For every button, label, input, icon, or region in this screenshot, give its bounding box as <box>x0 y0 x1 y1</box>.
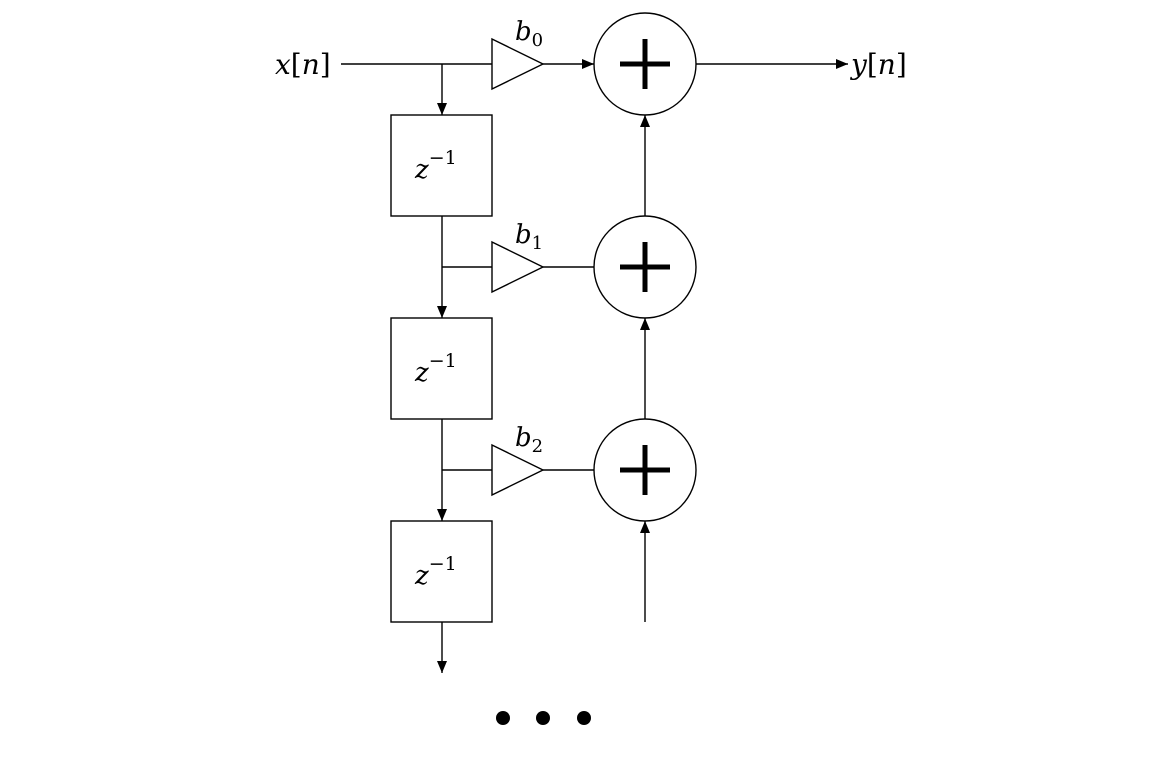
svg-text:b0: b0 <box>515 17 543 51</box>
svg-text:b2: b2 <box>515 423 543 457</box>
adder-1 <box>593 215 697 319</box>
svg-text:z−1: z−1 <box>414 147 457 185</box>
delay-block-2: z−1 <box>390 317 493 420</box>
svg-text:z−1: z−1 <box>414 350 457 388</box>
delay-block-1: z−1 <box>390 114 493 217</box>
adder-0 <box>593 12 697 116</box>
output-label: y[n] <box>849 48 907 81</box>
continuation-ellipsis <box>496 711 591 725</box>
gain-b2: b2 <box>491 423 545 497</box>
gain-b1: b1 <box>491 220 545 294</box>
input-label: x[n] <box>275 48 331 81</box>
svg-text:z−1: z−1 <box>414 553 457 591</box>
svg-text:b1: b1 <box>515 220 543 254</box>
gain-b0: b0 <box>491 17 545 91</box>
adder-2 <box>593 418 697 522</box>
delay-block-3: z−1 <box>390 520 493 623</box>
